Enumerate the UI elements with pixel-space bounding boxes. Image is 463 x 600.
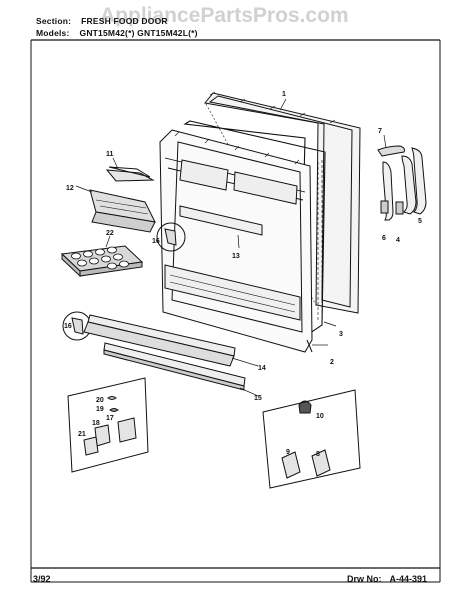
callout-9: 9 — [286, 449, 290, 456]
door-liner — [159, 129, 313, 353]
handle-assembly — [377, 145, 427, 221]
section-label: Section: — [36, 16, 72, 26]
watermark: AppliancePartsPros.com — [100, 4, 349, 27]
callout-17: 17 — [106, 415, 114, 422]
models-header: Models: GNT15M42(*) GNT15M42L(*) — [36, 28, 198, 38]
callout-10: 10 — [316, 413, 324, 420]
callout-8: 8 — [316, 451, 320, 458]
callout-labels: 1 2 3 4 5 6 7 8 9 10 11 12 13 14 15 16 1… — [64, 91, 422, 458]
callout-22: 22 — [106, 230, 114, 237]
callout-4: 4 — [396, 237, 400, 244]
callout-18: 18 — [92, 420, 100, 427]
door-shelf-bar — [83, 314, 236, 367]
models-label: Models: — [36, 28, 70, 38]
callout-12: 12 — [66, 185, 74, 192]
callout-21: 21 — [78, 431, 86, 438]
callout-15: 15 — [254, 395, 262, 402]
shelf-end-cap-upper — [156, 222, 186, 252]
callout-16-lower: 16 — [64, 323, 72, 330]
callout-7: 7 — [378, 128, 382, 135]
callout-13: 13 — [232, 253, 240, 260]
callout-5: 5 — [418, 218, 422, 225]
callout-16-upper: 16 — [152, 238, 160, 245]
egg-tray — [60, 245, 144, 278]
callout-19: 19 — [96, 406, 104, 413]
callout-6: 6 — [382, 235, 386, 242]
drawing-label: Drw No: — [347, 574, 382, 584]
section-header: Section: FRESH FOOD DOOR — [36, 16, 168, 26]
models-value: GNT15M42(*) GNT15M42L(*) — [79, 28, 198, 38]
hinge-kit-box — [67, 377, 149, 473]
drawing-number-block: Drw No: A-44-391 — [347, 574, 427, 584]
dairy-door — [105, 166, 155, 182]
callout-11: 11 — [106, 151, 114, 158]
callout-14: 14 — [258, 365, 266, 372]
revision-date: 3/92 — [33, 574, 51, 584]
dairy-compartment — [89, 189, 156, 233]
callout-20: 20 — [96, 397, 104, 404]
drawing-number: A-44-391 — [389, 574, 428, 584]
leader-lines — [75, 98, 387, 397]
hinge-cover-box — [262, 389, 361, 489]
section-value: FRESH FOOD DOOR — [81, 16, 168, 26]
callout-3: 3 — [339, 331, 343, 338]
callout-2: 2 — [330, 359, 334, 366]
callout-1: 1 — [282, 91, 286, 98]
